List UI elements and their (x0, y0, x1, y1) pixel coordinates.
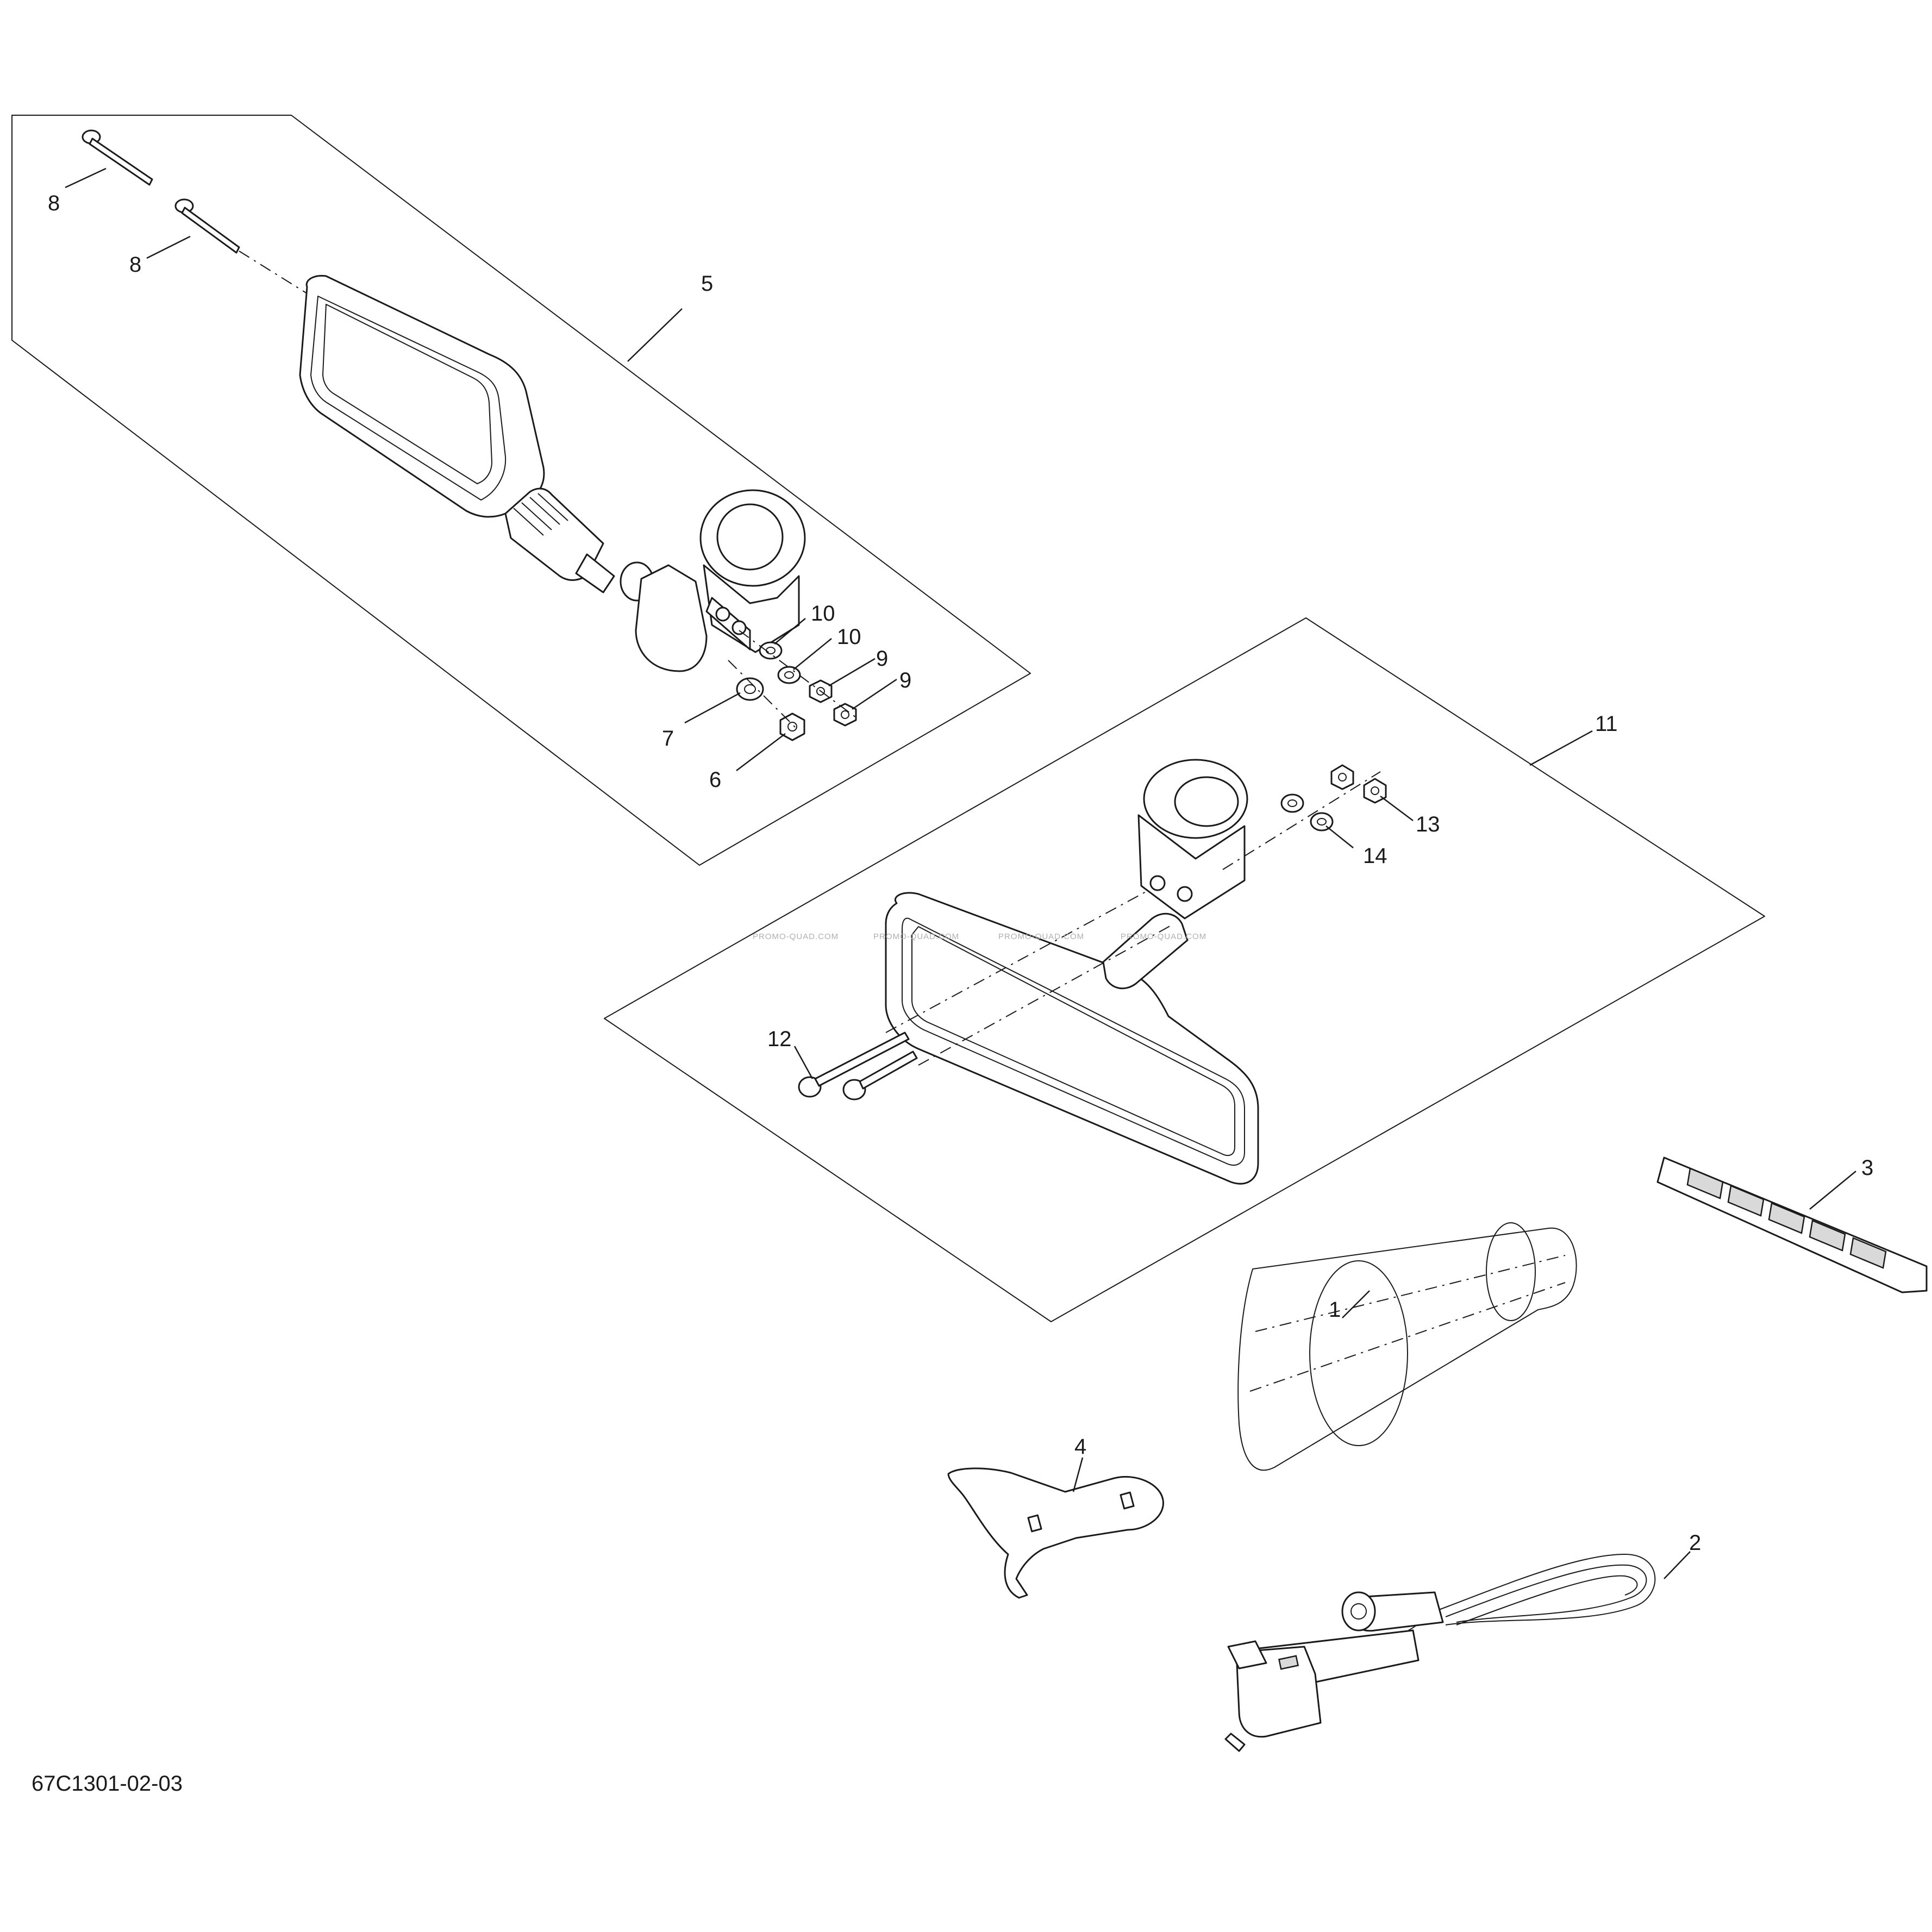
screw-12a (798, 1031, 910, 1098)
callout-14: 14 (1363, 844, 1387, 868)
assembly-axis-rear-c (1222, 771, 1381, 870)
assembly-axis-side (239, 251, 308, 294)
callouts: 8 8 5 10 10 9 9 7 6 11 13 14 12 3 1 4 2 (48, 191, 1873, 1555)
nut-6 (779, 712, 805, 741)
assembly-axis-rear-b (918, 923, 1174, 1066)
nut-13a (1330, 764, 1354, 790)
callout-12: 12 (767, 1027, 792, 1051)
watermark-strip: PROMO-QUAD.COM PROMO-QUAD.COM PROMO-QUAD… (753, 932, 1206, 941)
washer-7 (736, 677, 764, 701)
brand-decal (1656, 1156, 1928, 1293)
callout-4: 4 (1074, 1435, 1086, 1459)
callout-3: 3 (1861, 1156, 1873, 1180)
nut-13b (1363, 778, 1387, 804)
side-mirror (299, 274, 806, 672)
svg-text:PROMO-QUAD.COM: PROMO-QUAD.COM (753, 932, 839, 941)
washer-14a (1280, 793, 1304, 813)
callout-7: 7 (662, 727, 674, 751)
diagram-reference-code: 67C1301-02-03 (32, 1772, 183, 1796)
washer-10b (777, 666, 801, 684)
callout-10a: 10 (811, 602, 835, 626)
washer-10a (759, 641, 783, 660)
callout-9b: 9 (899, 668, 911, 692)
leader-lines (65, 167, 1856, 1579)
callout-8b: 8 (129, 253, 141, 277)
side-mirror-kit-frame (11, 115, 1031, 866)
callout-5: 5 (701, 272, 713, 296)
callout-8a: 8 (48, 191, 60, 215)
callout-9a: 9 (876, 647, 888, 671)
protective-cover (1237, 1222, 1577, 1471)
callout-10b: 10 (837, 625, 861, 649)
screw-12b (842, 1051, 918, 1101)
bolt-8a (82, 129, 153, 186)
callout-1: 1 (1329, 1298, 1341, 1322)
rearview-mirror-kit-frame (604, 617, 1765, 1322)
rearview-mirror (885, 759, 1259, 1185)
callout-2: 2 (1689, 1531, 1701, 1555)
callout-11: 11 (1595, 712, 1618, 736)
key-tool (947, 1467, 1164, 1599)
callout-6: 6 (709, 768, 721, 792)
bolt-8b (174, 198, 240, 254)
callout-13: 13 (1416, 812, 1440, 836)
svg-text:PROMO-QUAD.COM: PROMO-QUAD.COM (1121, 932, 1206, 941)
power-cable (1224, 1554, 1656, 1752)
svg-text:PROMO-QUAD.COM: PROMO-QUAD.COM (998, 932, 1084, 941)
nut-9b (833, 703, 857, 727)
svg-text:PROMO-QUAD.COM: PROMO-QUAD.COM (873, 932, 959, 941)
assembly-axis-nuts-b (728, 660, 799, 731)
